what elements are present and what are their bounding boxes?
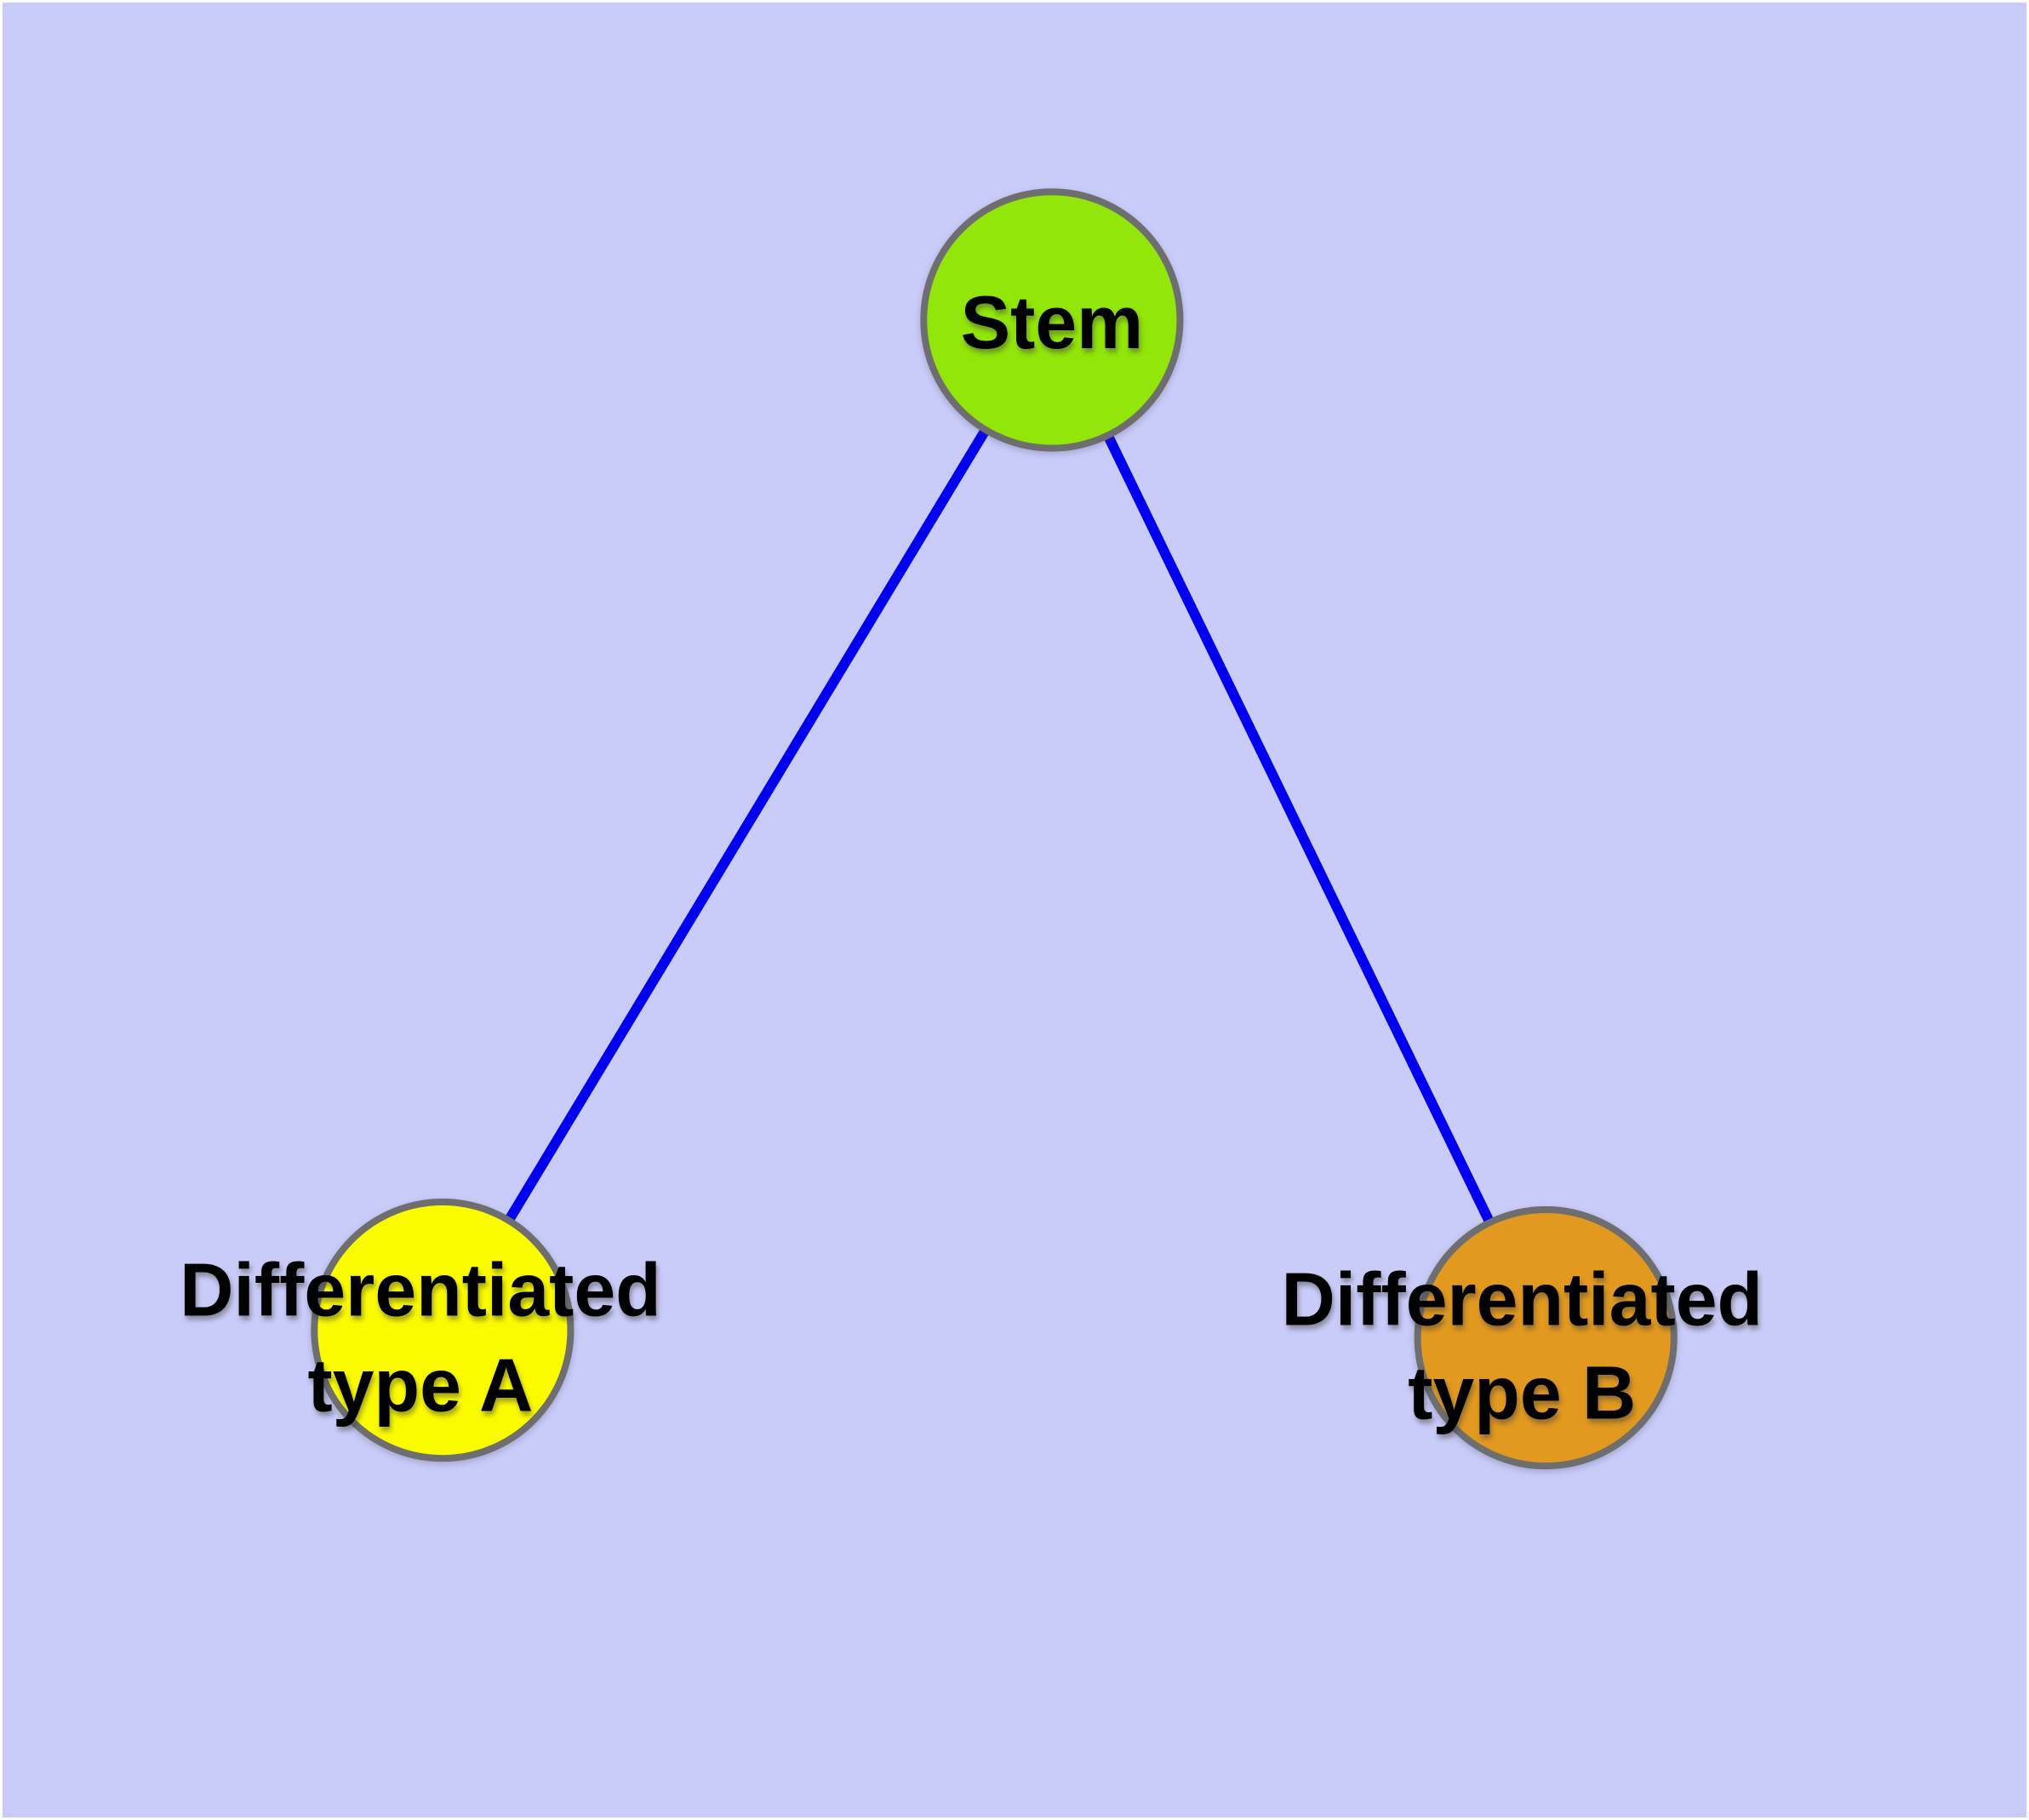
edge-stem-to-differentiated-type-a (437, 317, 1056, 1333)
node-differentiated-type-b[interactable]: Differentiated type B (1282, 1206, 1763, 1470)
edge-stem-to-differentiated-type-b (1047, 318, 1551, 1341)
node-stem[interactable]: Stem (920, 188, 1184, 452)
node-differentiated-type-a[interactable]: Differentiated type A (180, 1199, 661, 1462)
node-label-differentiated-type-b-line-2: type B (1408, 1351, 1636, 1434)
node-label-differentiated-type-a-line-1: Differentiated (180, 1249, 661, 1332)
node-circle-differentiated-type-a[interactable] (311, 1199, 574, 1462)
node-label-stem-line-1: Stem (961, 281, 1144, 364)
node-circle-differentiated-type-b[interactable] (1414, 1206, 1677, 1470)
node-circle-stem[interactable] (920, 188, 1184, 452)
node-label-differentiated-type-a-line-2: type A (308, 1343, 534, 1427)
node-label-differentiated-type-b-line-1: Differentiated (1282, 1258, 1763, 1342)
